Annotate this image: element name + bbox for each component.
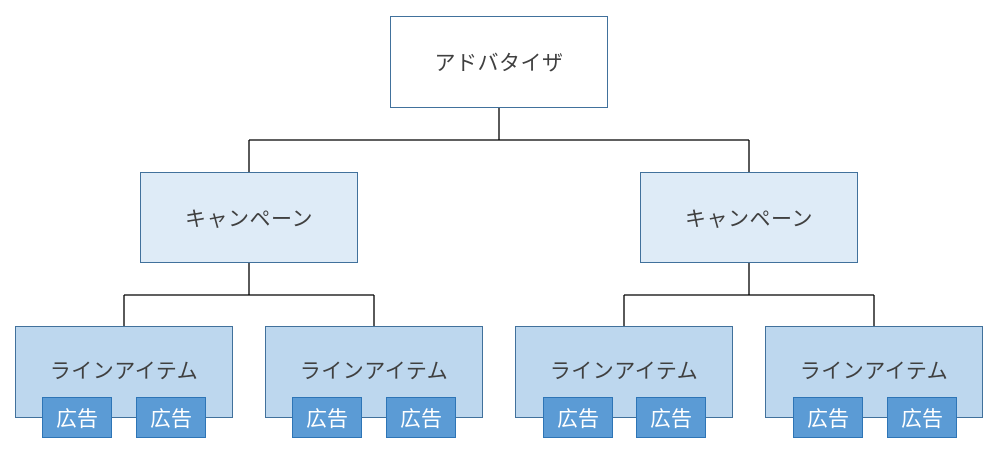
ad-label: 広告 [150, 406, 192, 431]
ad-node[interactable]: 広告 [793, 397, 863, 438]
campaign-node[interactable]: キャンペーン [140, 172, 358, 263]
ad-label: 広告 [306, 406, 348, 431]
ad-label: 広告 [557, 406, 599, 431]
ad-node[interactable]: 広告 [887, 397, 957, 438]
advertiser-label: アドバタイザ [434, 51, 564, 75]
ad-label: 広告 [400, 406, 442, 431]
ad-node[interactable]: 広告 [136, 397, 206, 438]
line-item-label: ラインアイテム [299, 359, 449, 383]
ad-node[interactable]: 広告 [636, 397, 706, 438]
ad-node[interactable]: 広告 [543, 397, 613, 438]
ad-label: 広告 [650, 406, 692, 431]
campaign-label: キャンペーン [185, 206, 313, 231]
ad-node[interactable]: 広告 [292, 397, 362, 438]
ad-label: 広告 [807, 406, 849, 431]
ad-label: 広告 [56, 406, 98, 431]
ad-node[interactable]: 広告 [42, 397, 112, 438]
line-item-label: ラインアイテム [49, 359, 199, 383]
line-item-label: ラインアイテム [549, 359, 699, 383]
advertiser-node[interactable]: アドバタイザ [390, 16, 608, 108]
ad-label: 広告 [901, 406, 943, 431]
line-item-label: ラインアイテム [799, 359, 949, 383]
campaign-node[interactable]: キャンペーン [640, 172, 858, 263]
ad-node[interactable]: 広告 [386, 397, 456, 438]
campaign-label: キャンペーン [685, 206, 813, 231]
